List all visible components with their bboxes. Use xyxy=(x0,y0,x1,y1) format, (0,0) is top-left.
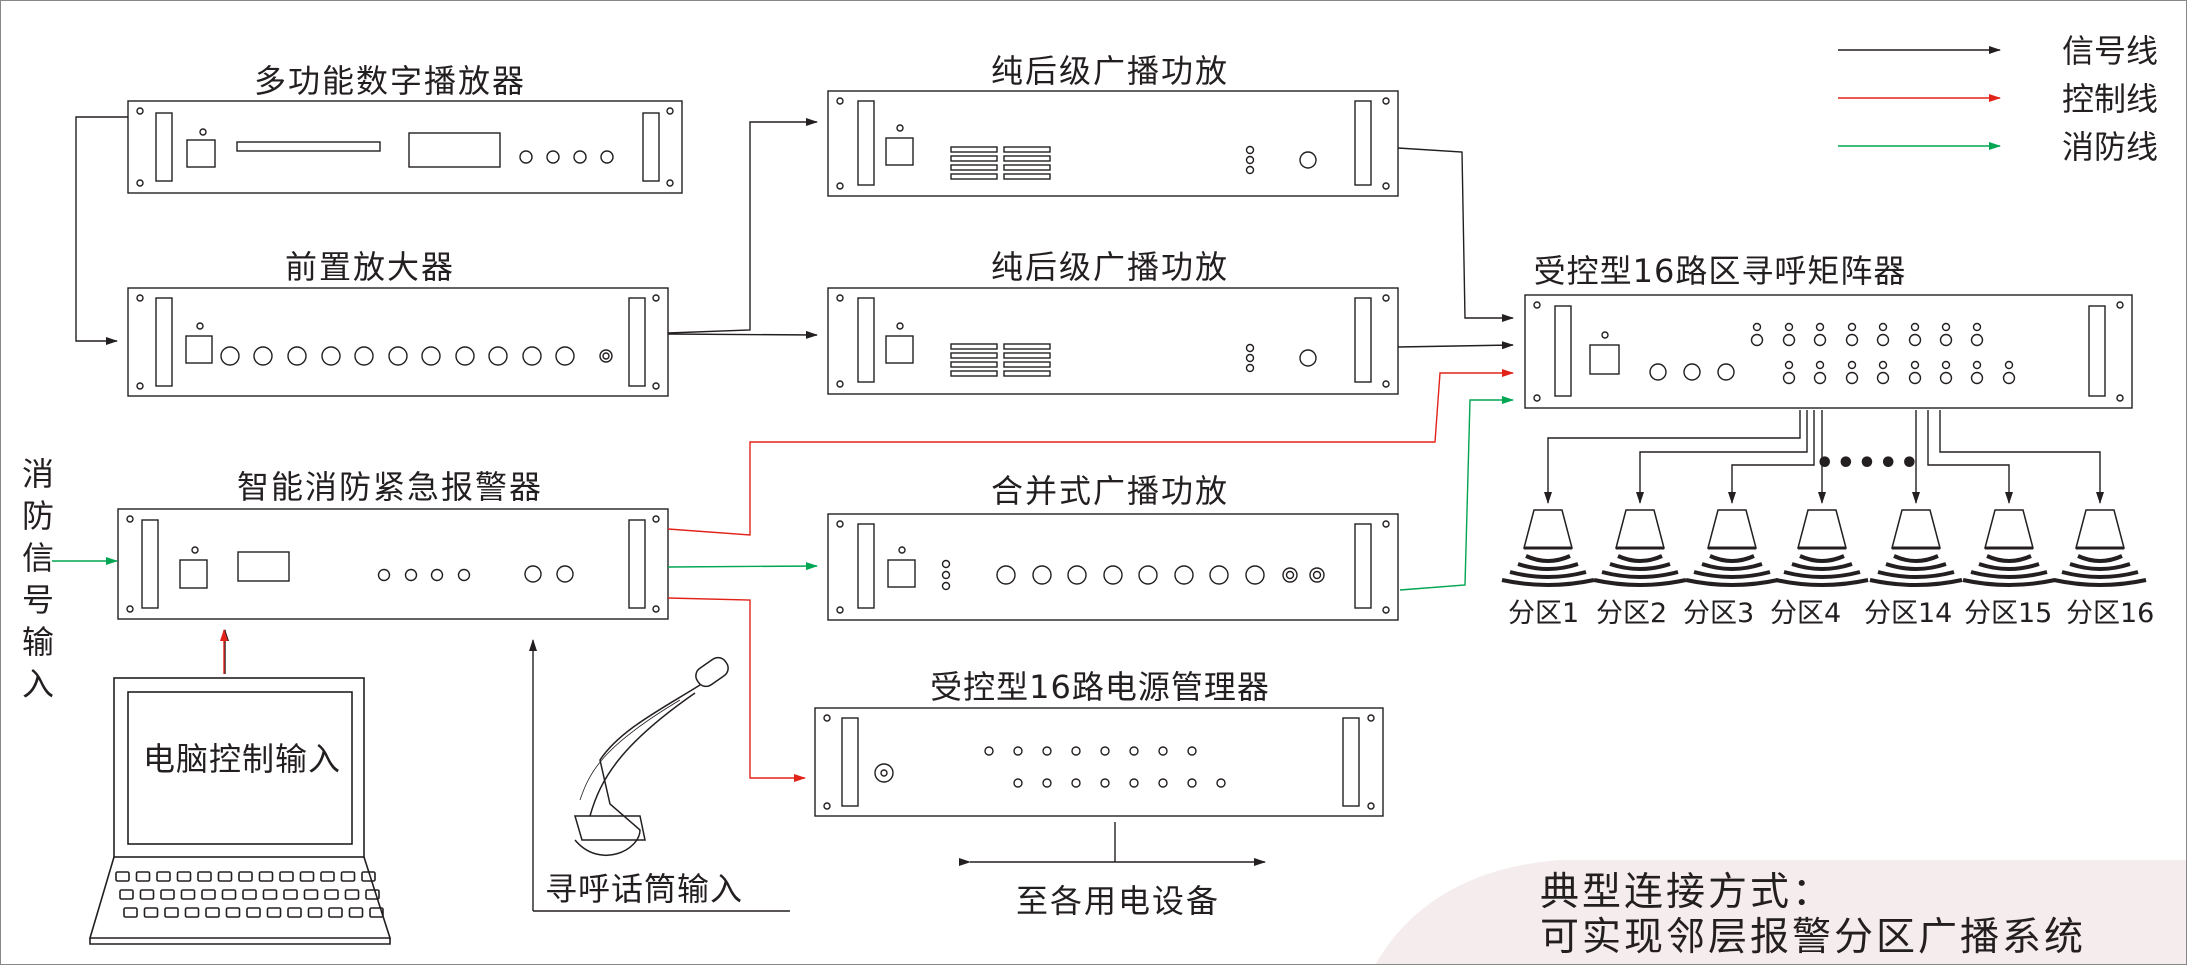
speaker-icon xyxy=(2053,509,2147,587)
alarm-title: 智能消防紧急报警器 xyxy=(237,468,543,506)
key-icon xyxy=(176,871,192,882)
fire-signal-char: 消 xyxy=(22,455,54,493)
zone-label: 分区1 xyxy=(1508,598,1579,629)
alarm-unit xyxy=(117,508,669,620)
key-icon xyxy=(369,907,384,918)
speaker-icon xyxy=(1501,509,1595,587)
zone-label: 分区3 xyxy=(1683,598,1754,629)
speaker-icon xyxy=(1775,509,1869,587)
control-lines xyxy=(220,369,1514,782)
speaker-icon xyxy=(1869,509,1963,587)
zone-labels: 分区1 分区2 分区3 分区4 分区14 分区15 分区16 xyxy=(1508,598,2154,629)
key-icon xyxy=(307,907,323,918)
matrix-title: 受控型16路区寻呼矩阵器 xyxy=(1534,252,1907,290)
paging-mic-input-label: 寻呼话筒输入 xyxy=(545,870,743,908)
player-title: 多功能数字播放器 xyxy=(254,62,526,100)
key-icon xyxy=(221,889,237,900)
key-icon xyxy=(156,871,171,882)
key-icon xyxy=(201,889,216,900)
matrix-unit xyxy=(1524,294,2133,409)
key-icon xyxy=(242,889,257,900)
key-icon xyxy=(184,907,200,918)
key-icon xyxy=(299,871,315,882)
key-icon xyxy=(258,871,274,882)
key-icon xyxy=(238,871,253,882)
key-icon xyxy=(320,871,335,882)
fire-signal-char: 输 xyxy=(22,623,54,661)
legend-fire-label: 消防线 xyxy=(2062,128,2158,166)
key-icon xyxy=(119,889,134,900)
key-icon xyxy=(324,889,339,900)
laptop-icon xyxy=(88,677,392,945)
speaker-icon xyxy=(1685,509,1779,587)
key-icon xyxy=(348,907,364,918)
zone-label: 分区2 xyxy=(1596,598,1667,629)
key-icon xyxy=(262,889,278,900)
key-icon xyxy=(205,907,220,918)
key-icon xyxy=(328,907,343,918)
key-icon xyxy=(365,889,380,900)
zone-label: 分区14 xyxy=(1864,598,1952,629)
fire-lines xyxy=(52,396,1514,591)
preamp-title: 前置放大器 xyxy=(285,248,455,286)
key-icon xyxy=(197,871,212,882)
amp1-title: 纯后级广播功放 xyxy=(991,52,1229,90)
footer-background xyxy=(1375,860,2187,965)
paging-microphone-icon xyxy=(574,656,729,857)
zone-label: 分区16 xyxy=(2066,598,2154,629)
legend-signal-label: 信号线 xyxy=(2062,32,2158,70)
key-icon xyxy=(246,907,261,918)
zone-label: 分区4 xyxy=(1770,598,1841,629)
key-icon xyxy=(180,889,196,900)
key-icon xyxy=(139,889,155,900)
key-icon xyxy=(164,907,179,918)
footer-line1: 典型连接方式： xyxy=(1540,870,1834,915)
amp2-title: 纯后级广播功放 xyxy=(991,248,1229,286)
legend-control-label: 控制线 xyxy=(2062,80,2158,118)
speaker-icon xyxy=(1962,509,2056,587)
key-icon xyxy=(361,871,376,882)
fire-signal-char: 入 xyxy=(22,665,54,703)
legend: 信号线 控制线 消防线 xyxy=(1838,32,2158,166)
key-icon xyxy=(217,871,233,882)
zone-ellipsis: ••••• xyxy=(1815,446,1921,481)
amp1-unit xyxy=(827,90,1399,197)
key-icon xyxy=(123,907,138,918)
key-icon xyxy=(225,907,241,918)
fire-signal-char: 号 xyxy=(22,581,54,619)
key-icon xyxy=(279,871,294,882)
key-icon xyxy=(344,889,360,900)
key-icon xyxy=(143,907,159,918)
power-manager-unit xyxy=(814,707,1384,817)
speaker-icon xyxy=(1593,509,1687,587)
pc-control-input-label: 电脑控制输入 xyxy=(143,740,341,778)
key-icon xyxy=(266,907,282,918)
player-unit xyxy=(127,100,683,194)
power-manager-title: 受控型16路电源管理器 xyxy=(930,668,1270,706)
zone-speakers xyxy=(1501,509,2147,587)
fire-signal-char: 信 xyxy=(22,539,54,577)
zone-label: 分区15 xyxy=(1964,598,2052,629)
signal-lines xyxy=(75,116,1514,912)
zone-lines xyxy=(1544,410,2104,504)
key-icon xyxy=(287,907,302,918)
footer-line2: 可实现邻层报警分区广播系统 xyxy=(1540,915,2086,960)
amp2-unit xyxy=(827,287,1399,395)
key-icon xyxy=(303,889,319,900)
key-icon xyxy=(340,871,356,882)
to-equipment-label: 至各用电设备 xyxy=(1016,882,1220,920)
key-icon xyxy=(283,889,298,900)
integrated-amp-title: 合并式广播功放 xyxy=(991,472,1229,510)
fire-signal-char: 防 xyxy=(22,497,54,535)
key-icon xyxy=(160,889,175,900)
preamp-unit xyxy=(127,287,669,397)
key-icon xyxy=(115,871,130,882)
integrated-amp-unit xyxy=(827,513,1399,621)
key-icon xyxy=(135,871,151,882)
